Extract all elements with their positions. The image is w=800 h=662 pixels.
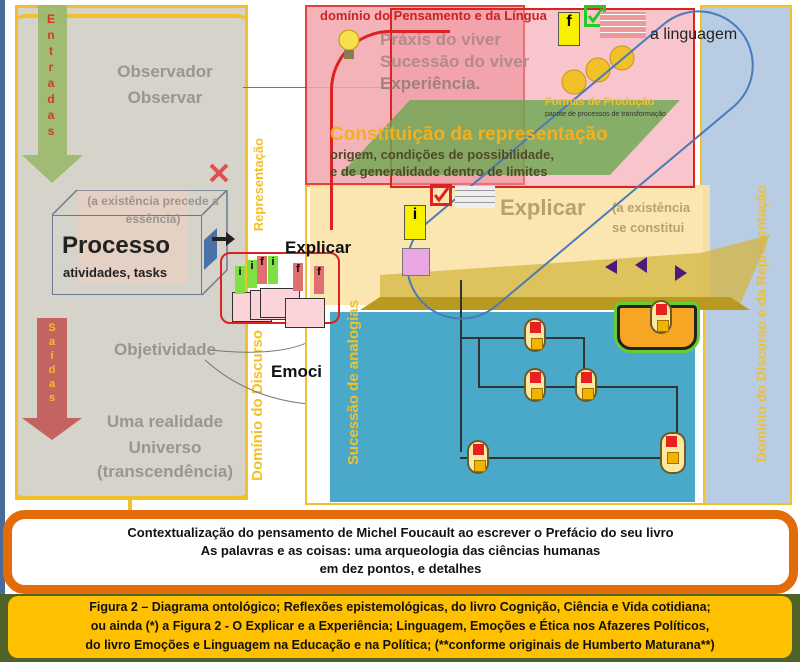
down-arrow-f-icon: f — [558, 12, 580, 46]
emotion-label: Emoci — [271, 362, 323, 381]
yellow-zone-existence: (a existência se constitui — [612, 200, 691, 235]
process-title: Processo — [62, 232, 171, 259]
tag-f: f — [293, 263, 303, 291]
red-arc-arrow — [330, 30, 450, 230]
connector — [460, 337, 585, 339]
caption-line-2: ou ainda (*) a Figura 2 - O Explicar e a… — [90, 619, 710, 633]
objectivity-label: Objetividade — [113, 340, 217, 359]
context-line-2: As palavras e as coisas: uma arqueologia… — [200, 543, 601, 558]
card — [285, 298, 325, 328]
succession-label: Sucessão do viver — [380, 52, 530, 71]
language-label: a linguagem — [650, 26, 738, 43]
arrow-to-explicar — [212, 232, 235, 246]
process-node[interactable] — [575, 368, 597, 402]
process-cube — [52, 215, 202, 295]
process-node[interactable] — [524, 318, 546, 352]
analogies-label: Sucessão de analogias — [345, 300, 362, 466]
experience-label: Experiência. — [380, 74, 481, 93]
observe-label: Observar — [127, 88, 203, 107]
discourse-representation-label: Domínio do Discurso e da Representação — [753, 185, 769, 462]
forms-plane — [340, 100, 680, 175]
outputs-arrow-label: Saídas — [46, 322, 58, 406]
forms-production-label: Formas de Produção — [545, 96, 655, 108]
brick-wall-icon — [455, 186, 495, 208]
caption-line-3: do livro Emoções e Linguagem na Educação… — [85, 638, 715, 652]
context-line-3: em dez pontos, e detalhes — [319, 561, 482, 576]
tag-f: f — [257, 256, 267, 284]
cards-group — [220, 252, 340, 324]
tag-i: i — [268, 256, 278, 284]
triangle-markers — [605, 257, 687, 281]
explain-label: Explicar — [285, 238, 352, 257]
pink-cube-icon — [402, 248, 430, 276]
inputs-arrow — [22, 5, 83, 183]
existence-note-card — [78, 188, 188, 283]
top-brace — [15, 14, 248, 26]
origin-label: origem, condições de possibilidade, — [330, 147, 554, 162]
universe-label: Universo — [128, 438, 202, 457]
reality-label: Uma realidade — [106, 412, 224, 431]
smiley-icons — [561, 45, 635, 95]
tag-i: i — [247, 260, 257, 288]
context-line-1: Contextualização do pensamento de Michel… — [127, 525, 674, 540]
context-box: Contextualização do pensamento de Michel… — [3, 510, 798, 594]
connector — [460, 280, 462, 452]
constitution-label: Constituição da representação — [330, 124, 608, 145]
connector — [460, 457, 680, 459]
generality-label: e de generalidade dentro de limites — [330, 164, 548, 179]
crossed-icon — [209, 163, 229, 183]
tag-f: f — [314, 266, 324, 294]
page-edge — [0, 0, 5, 662]
process-node[interactable] — [660, 432, 686, 474]
down-arrow-i-icon: i — [404, 205, 426, 240]
brick-wall-icon — [600, 12, 646, 38]
connector — [583, 337, 585, 382]
thought-domain-title: domínio do Pensamento e da Língua — [320, 8, 547, 23]
lightbulb-icon — [338, 29, 360, 59]
existence-note: (a existência precede a essência) — [87, 194, 219, 226]
forms-production-sub: pacote de processos de transformação — [545, 111, 667, 118]
checkbox-checked-icon[interactable] — [430, 184, 452, 206]
observer-label: Observador — [117, 62, 213, 81]
praxis-label: Práxis do viver — [380, 30, 501, 49]
yellow-zone-explain: Explicar — [500, 195, 586, 220]
tag-i: i — [235, 266, 245, 294]
figure-caption: Figura 2 – Diagrama ontológico; Reflexõe… — [8, 596, 792, 658]
transcendence-label: (transcendência) — [96, 462, 234, 481]
inputs-arrow-label: Entradas — [44, 12, 58, 140]
representation-label: Representação — [251, 138, 266, 232]
process-subtitle: atividades, tasks — [63, 265, 168, 280]
connector — [478, 337, 480, 387]
process-node[interactable] — [524, 368, 546, 402]
process-node[interactable] — [467, 440, 489, 474]
connector — [676, 386, 678, 446]
basket-node[interactable] — [650, 300, 672, 334]
outputs-arrow — [22, 318, 82, 440]
caption-line-1: Figura 2 – Diagrama ontológico; Reflexõe… — [89, 600, 711, 614]
